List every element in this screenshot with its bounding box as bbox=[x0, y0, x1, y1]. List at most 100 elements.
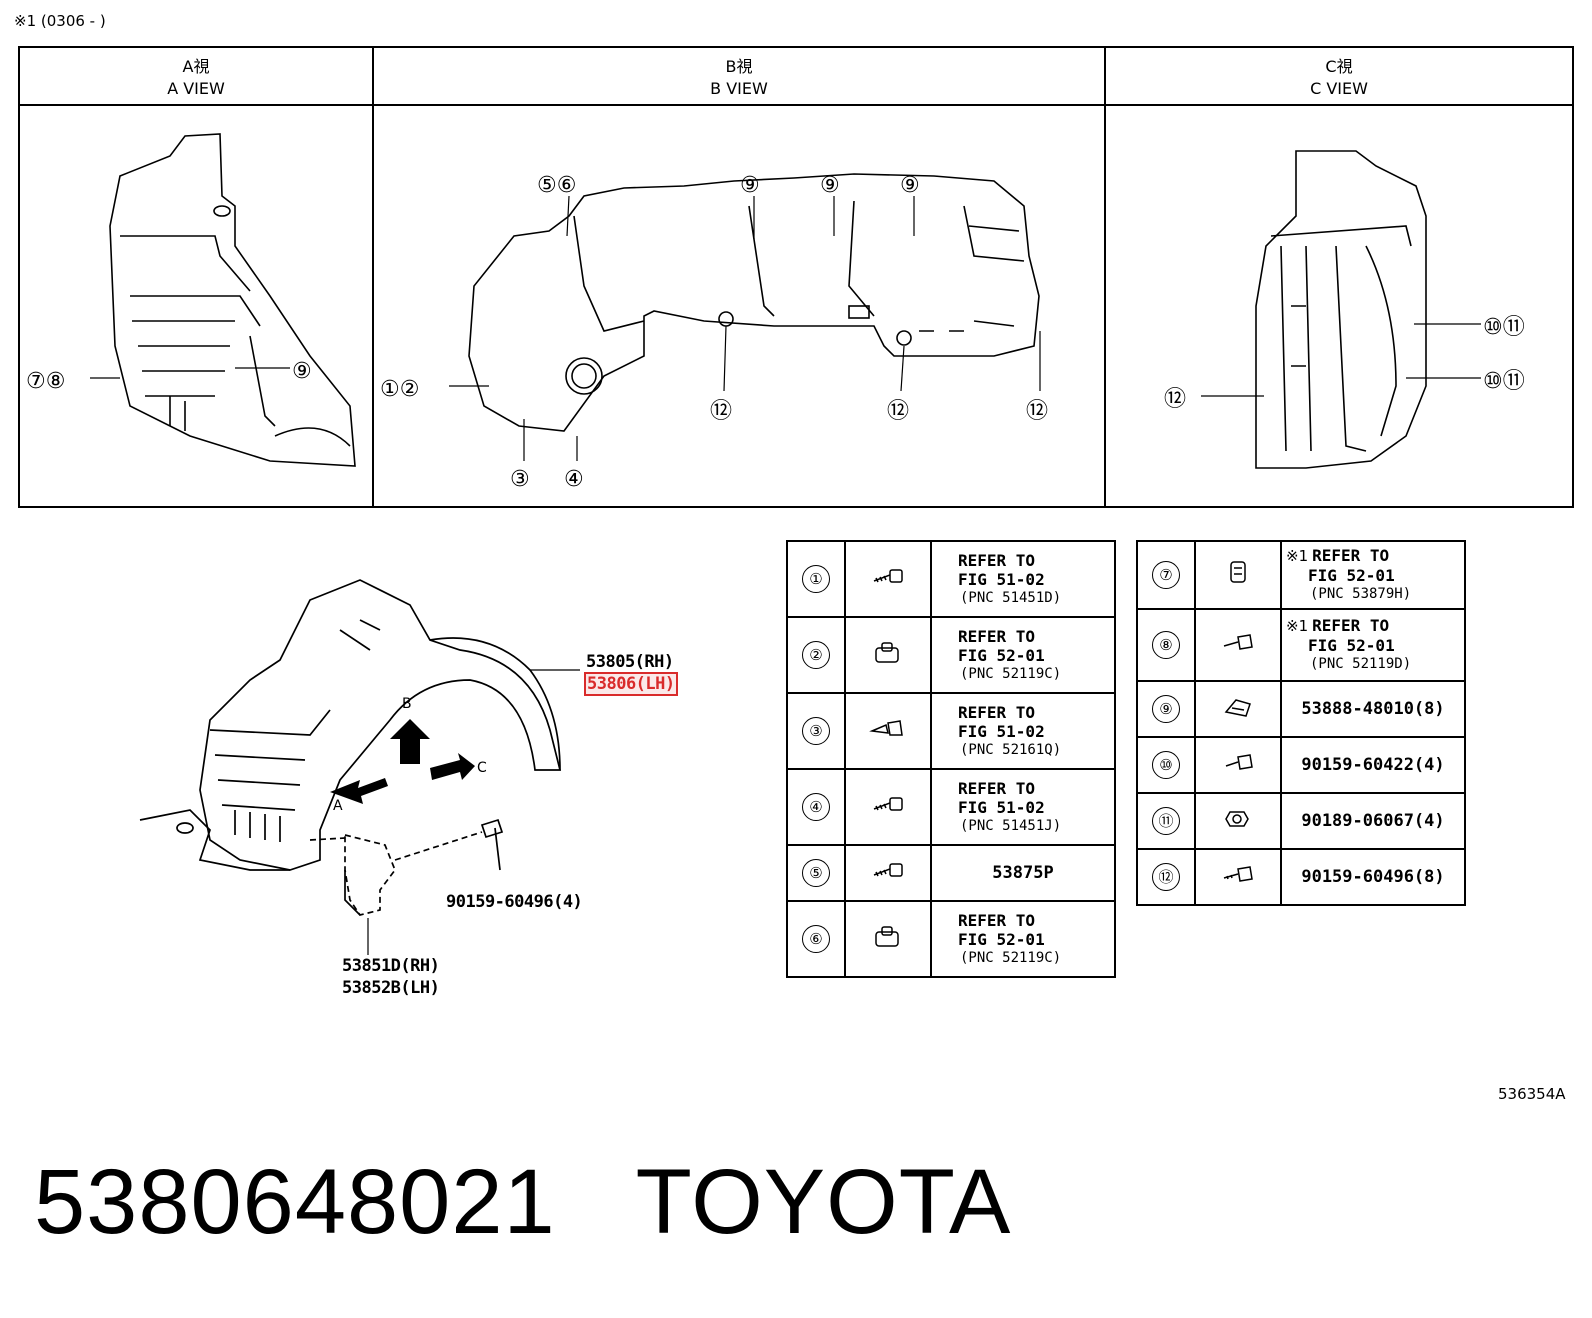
nut-clip-icon bbox=[844, 900, 932, 978]
callout-9c: ⑨ bbox=[900, 173, 920, 198]
callout-5-6: ⑤⑥ bbox=[537, 173, 576, 198]
view-b-drawing: ⑤⑥ ⑨ ⑨ ⑨ ①② ③ ④ ⑫ ⑫ ⑫ bbox=[374, 106, 1104, 506]
callout-leaders bbox=[449, 195, 1041, 461]
view-a-header: A視 A VIEW bbox=[20, 48, 372, 106]
view-a-jp-label: A視 bbox=[182, 57, 210, 76]
leader-lines bbox=[367, 669, 580, 955]
row-number-cell: ⑦ bbox=[1136, 540, 1196, 610]
row-number-cell: ⑧ bbox=[1136, 608, 1196, 682]
row-number-cell: ⑨ bbox=[1136, 680, 1196, 738]
row-number-cell: ① bbox=[786, 540, 846, 618]
row-description: 90159-60422(4) bbox=[1280, 736, 1466, 794]
row-number-cell: ⑥ bbox=[786, 900, 846, 978]
view-arrow-c-icon bbox=[430, 753, 475, 780]
view-b-jp-label: B視 bbox=[725, 57, 753, 76]
screw-icon bbox=[844, 768, 932, 846]
page-title: 5380648021 TOYOTA bbox=[34, 1150, 1011, 1255]
callout-7-8: ⑦⑧ bbox=[26, 369, 65, 394]
arrow-a-label: A bbox=[333, 798, 343, 814]
view-b-header: B視 B VIEW bbox=[374, 48, 1104, 106]
callout-9: ⑨ bbox=[292, 359, 312, 384]
row-number-cell: ② bbox=[786, 616, 846, 694]
part-number: 5380648021 bbox=[34, 1151, 556, 1253]
view-b-en-label: B VIEW bbox=[710, 79, 768, 98]
view-a-drawing: ⑦⑧ ⑨ bbox=[20, 106, 372, 506]
view-arrow-a-icon bbox=[330, 778, 388, 804]
callout-12b: ⑫ bbox=[887, 399, 909, 424]
part-label-rh: 53805(RH) bbox=[586, 652, 674, 672]
bolt-icon bbox=[1194, 608, 1282, 682]
bolt-icon bbox=[1194, 736, 1282, 794]
arrow-b-label: B bbox=[402, 696, 412, 712]
mudflap-illustration bbox=[309, 831, 483, 916]
view-c-header: C視 C VIEW bbox=[1106, 48, 1572, 106]
row-description: 90189-06067(4) bbox=[1280, 792, 1466, 850]
bolt-illustration bbox=[480, 818, 504, 871]
nut-clip-icon bbox=[844, 616, 932, 694]
footnote-range: ※1 (0306 - ) bbox=[14, 12, 106, 30]
callout-3: ③ bbox=[510, 467, 530, 492]
row-number-cell: ④ bbox=[786, 768, 846, 846]
row-description: 53875P bbox=[930, 844, 1116, 902]
callout-4: ④ bbox=[564, 467, 584, 492]
table-row: ⑨ 53888-48010(8) bbox=[1136, 680, 1466, 738]
mudflap-label-lh: 53852B(LH) bbox=[342, 978, 440, 998]
table-row: ⑩ 90159-60422(4) bbox=[1136, 736, 1466, 794]
callout-1-2: ①② bbox=[380, 377, 419, 402]
row-number-cell: ⑪ bbox=[1136, 792, 1196, 850]
row-number-cell: ③ bbox=[786, 692, 846, 770]
table-row: ⑪ 90189-06067(4) bbox=[1136, 792, 1466, 850]
screw-icon bbox=[844, 844, 932, 902]
retainer-icon bbox=[1194, 540, 1282, 610]
figure-code: 536354A bbox=[1498, 1085, 1566, 1103]
screw-icon bbox=[844, 540, 932, 618]
view-c: C視 C VIEW ⑩⑪ bbox=[1104, 48, 1572, 506]
part-label-lh-highlighted[interactable]: 53806(LH) bbox=[584, 672, 678, 696]
callout-9a: ⑨ bbox=[740, 173, 760, 198]
view-a-en-label: A VIEW bbox=[167, 79, 225, 98]
view-a: A視 A VIEW ⑦⑧ ⑨ bbox=[20, 48, 372, 506]
row-description: 90159-60496(8) bbox=[1280, 848, 1466, 906]
liner-top-view-b bbox=[468, 173, 1040, 432]
arrow-c-label: C bbox=[477, 760, 487, 776]
mudflap-label-rh: 53851D(RH) bbox=[342, 956, 440, 976]
bolt-icon bbox=[1194, 848, 1282, 906]
callout-10-11b: ⑩⑪ bbox=[1483, 369, 1525, 394]
view-c-en-label: C VIEW bbox=[1310, 79, 1368, 98]
callout-12a: ⑫ bbox=[710, 399, 732, 424]
view-b: B視 B VIEW bbox=[372, 48, 1104, 506]
views-panel: A視 A VIEW ⑦⑧ ⑨ bbox=[18, 46, 1574, 508]
clip-icon bbox=[1194, 680, 1282, 738]
callout-10-11a: ⑩⑪ bbox=[1483, 315, 1525, 340]
row-number-cell: ⑤ bbox=[786, 844, 846, 902]
callout-group-a bbox=[90, 367, 290, 379]
table-row: ⑫ 90159-60496(8) bbox=[1136, 848, 1466, 906]
view-c-jp-label: C視 bbox=[1325, 57, 1353, 76]
callout-9b: ⑨ bbox=[820, 173, 840, 198]
liner-side-view-a bbox=[109, 133, 356, 467]
bolt-label: 90159-60496(4) bbox=[446, 892, 583, 912]
assembly-drawing: B A C bbox=[130, 570, 770, 1010]
view-c-drawing: ⑩⑪ ⑩⑪ ⑫ bbox=[1106, 106, 1572, 506]
brand-name: TOYOTA bbox=[635, 1151, 1012, 1253]
row-number-cell: ⑫ bbox=[1136, 848, 1196, 906]
liner-side-view-c bbox=[1255, 150, 1427, 469]
row-number-cell: ⑩ bbox=[1136, 736, 1196, 794]
callout-12c: ⑫ bbox=[1026, 399, 1048, 424]
